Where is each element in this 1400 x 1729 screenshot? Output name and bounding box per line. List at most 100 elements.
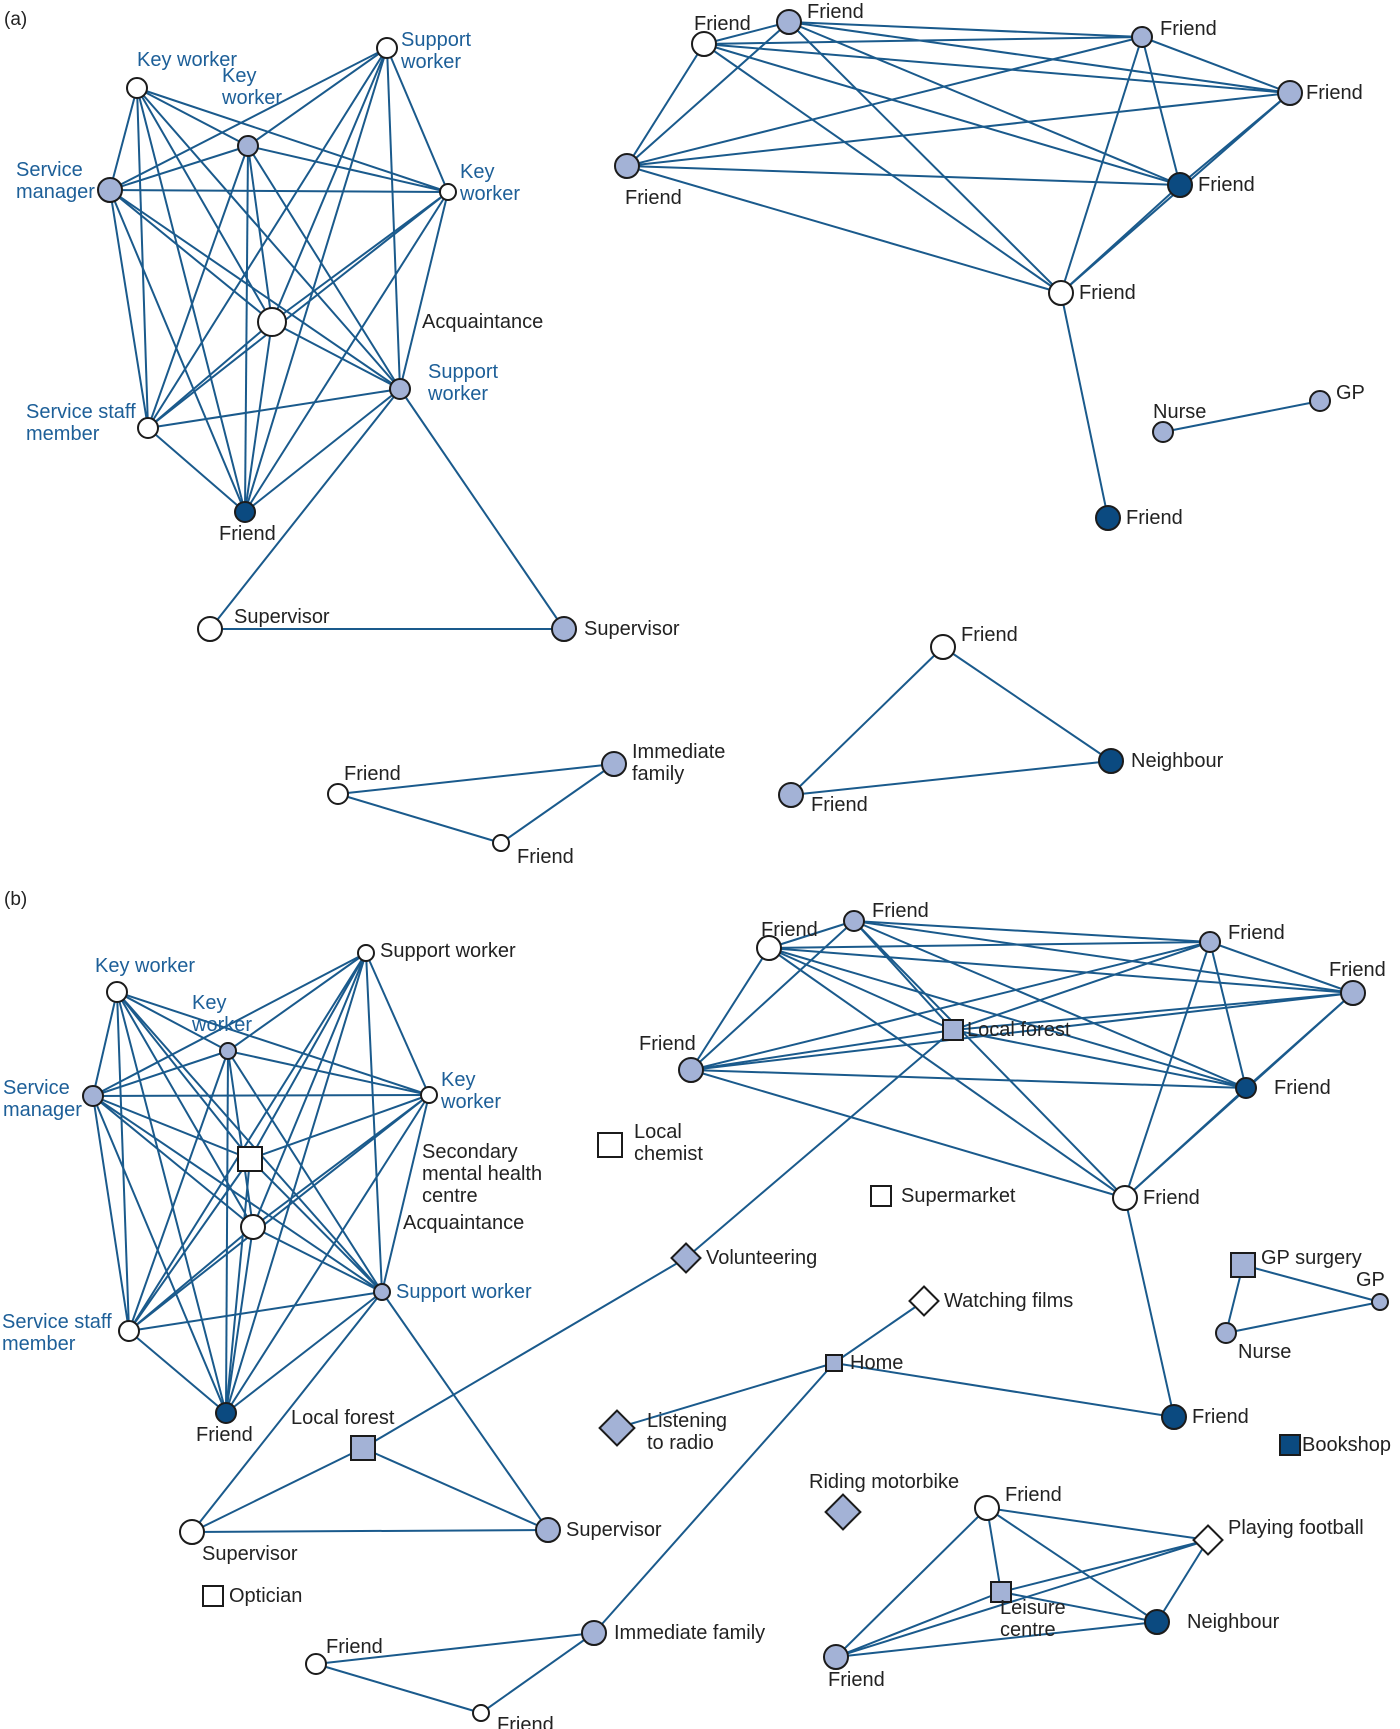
edge-a_fr2-a_fr7	[788, 21, 1062, 294]
node-label-line: Friend	[1274, 1077, 1331, 1099]
node-b_fr6	[1235, 1077, 1257, 1099]
edge-b_sm-b_kw3	[92, 1094, 430, 1097]
node-label-line: GP	[1356, 1269, 1385, 1291]
edge-a_fr3-a_fr5	[626, 92, 1291, 167]
edge-b_lf1-b_sup2	[362, 1447, 549, 1531]
node-a_gp	[1309, 390, 1331, 412]
edge-b_fr2-b_fr5	[853, 920, 1354, 994]
edge-b_sm-b_ssm	[92, 1095, 130, 1332]
edge-b_fr1-b_lf2	[768, 947, 954, 1031]
node-label-line: worker	[459, 183, 520, 205]
edge-b_kw1-b_sm	[92, 991, 118, 1097]
node-b_acq	[240, 1214, 266, 1240]
edge-b_fr2-b_fr4	[853, 920, 1211, 943]
node-label-line: worker	[427, 383, 488, 405]
edge-a_acq-a_sw2	[271, 321, 401, 390]
node-label-line: Service	[3, 1077, 70, 1099]
edge-b_kw1-b_fr0	[116, 991, 227, 1414]
node-label-line: Friend	[639, 1033, 696, 1055]
edge-b_lf1-b_sup1	[191, 1447, 364, 1533]
node-label-line: Friend	[1198, 174, 1255, 196]
node-label-line: Immediate family	[614, 1622, 765, 1644]
edge-b_sw2-b_fr0	[225, 1291, 383, 1414]
node-label-line: worker	[440, 1091, 501, 1113]
edge-b_kw2-b_acq	[227, 1050, 254, 1228]
node-label-a_fr11: Friend	[344, 763, 401, 785]
node-b_fr12	[472, 1704, 490, 1722]
node-label-a_fr3: Friend	[625, 187, 682, 209]
node-b_chem	[597, 1132, 623, 1158]
node-label-b_sw2: Support worker	[396, 1281, 532, 1303]
node-b_sw1	[357, 944, 375, 962]
node-label-b_acq: Acquaintance	[403, 1212, 524, 1234]
node-label-b_fr4: Friend	[1228, 922, 1285, 944]
node-label-line: Acquaintance	[422, 311, 543, 333]
node-label-a_kw1: Key worker	[137, 49, 237, 71]
node-b_sup2	[535, 1517, 561, 1543]
edge-a_sw1-a_acq	[271, 47, 388, 323]
edge-a_fr6-a_fr7	[1060, 184, 1181, 294]
node-a_acq	[257, 307, 287, 337]
node-b_sw2	[373, 1283, 391, 1301]
edge-b_lf2-b_vol	[685, 1029, 954, 1259]
edge-b_kw3-b_fr0	[225, 1094, 430, 1414]
edge-a_sm-a_kw3	[109, 189, 449, 193]
node-label-line: manager	[3, 1099, 82, 1121]
node-a_fr9	[930, 634, 956, 660]
edge-b_sw1-b_kw3	[365, 952, 430, 1096]
node-label-b_vol: Volunteering	[706, 1247, 817, 1269]
node-label-b_lf2: Local forest	[967, 1019, 1071, 1041]
edge-b_kw3-b_sw2	[381, 1094, 430, 1293]
node-label-a_sup2: Supervisor	[584, 618, 680, 640]
node-label-b_wf: Watching films	[944, 1290, 1073, 1312]
edge-b_home-b_if	[593, 1362, 835, 1634]
node-b_fr2	[843, 910, 865, 932]
node-label-line: manager	[16, 181, 95, 203]
edge-b_gps-b_gp	[1242, 1264, 1381, 1303]
node-label-line: Friend	[807, 1, 864, 23]
node-a_fr10	[778, 782, 804, 808]
node-label-line: centre	[422, 1185, 478, 1207]
node-a_fr0	[234, 501, 256, 523]
edge-a_kw2-a_sm	[109, 145, 249, 191]
node-label-a_nb: Neighbour	[1131, 750, 1224, 772]
edge-b_fr9-b_lc	[986, 1507, 1002, 1593]
node-label-b_fr12: Friend	[497, 1714, 554, 1729]
node-label-line: Local forest	[967, 1019, 1071, 1041]
edge-b_fr3-b_lf2	[690, 1029, 954, 1071]
node-a_sm	[97, 177, 123, 203]
edge-b_smhc-b_ssm	[128, 1158, 251, 1332]
edge-a_sw1-a_kw2	[247, 47, 388, 147]
edge-a_kw3-a_sw2	[399, 191, 449, 390]
edge-a_sw1-a_fr0	[244, 47, 388, 513]
edge-a_fr1-a_fr2	[703, 21, 790, 45]
edge-b_lc-b_fr10	[835, 1591, 1002, 1658]
node-b_home	[825, 1354, 843, 1372]
node-label-b_book: Bookshop	[1302, 1434, 1391, 1456]
node-label-b_fr0: Friend	[196, 1424, 253, 1446]
edge-b_sm-b_sw2	[92, 1095, 383, 1293]
edge-b_kw1-b_ssm	[116, 991, 130, 1332]
node-label-a_fr1: Friend	[694, 13, 751, 35]
node-b_gps	[1230, 1252, 1256, 1278]
node-label-a_acq: Acquaintance	[422, 311, 543, 333]
node-label-line: Local forest	[291, 1407, 395, 1429]
node-label-line: Volunteering	[706, 1247, 817, 1269]
node-label-b_fr1: Friend	[761, 919, 818, 941]
node-label-line: Supervisor	[566, 1519, 662, 1541]
node-b_fr7	[1112, 1185, 1138, 1211]
edge-a_kw2-a_sw2	[247, 145, 401, 390]
node-label-line: Friend	[1160, 18, 1217, 40]
edge-b_sw1-b_fr0	[225, 952, 367, 1414]
edge-b_lf2-b_fr5	[952, 992, 1354, 1031]
edge-b_fr1-b_fr7	[768, 947, 1126, 1199]
edge-a_fr1-a_fr7	[703, 43, 1062, 294]
edge-a_ssm-a_fr0	[147, 427, 246, 513]
node-label-a_fr4: Friend	[1160, 18, 1217, 40]
edge-b_if-b_fr12	[480, 1632, 595, 1714]
edge-b_home-b_wf	[833, 1300, 925, 1364]
node-label-a_fr7: Friend	[1079, 282, 1136, 304]
